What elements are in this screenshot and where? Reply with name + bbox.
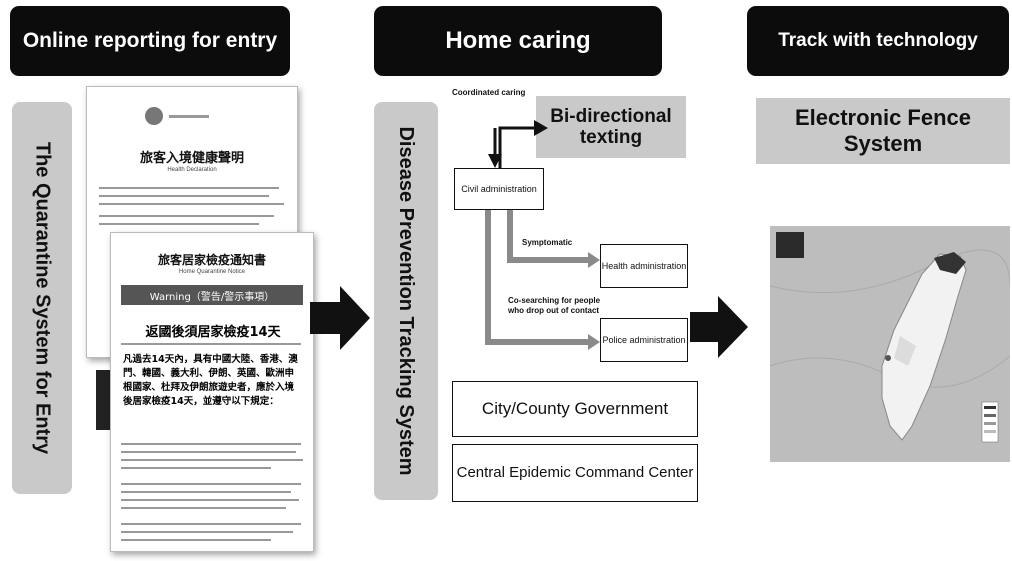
electronic-fence-map bbox=[770, 226, 1010, 462]
health-declaration-title: 旅客入境健康聲明 bbox=[139, 151, 244, 166]
health-declaration-subtitle: Health Declaration bbox=[167, 167, 217, 173]
coordinated-caring-label: Coordinated caring bbox=[452, 88, 526, 97]
central-epidemic-command-box: Central Epidemic Command Center bbox=[452, 444, 698, 502]
warning-banner: Warning（警告/警示事項） bbox=[121, 285, 303, 305]
quarantine-notice-document: 旅客居家檢疫通知書 Home Quarantine Notice Warning… bbox=[110, 232, 314, 552]
quarantine-travel-list: 凡過去14天內，具有中國大陸、香港、澳門、韓國、義大利、伊朗、英國、歐洲申根國家… bbox=[123, 354, 298, 407]
symptomatic-label: Symptomatic bbox=[522, 238, 573, 247]
tracking-system-label: Disease Prevention Tracking System bbox=[395, 126, 417, 476]
government-seal-icon bbox=[145, 107, 163, 125]
tracking-system-bar: Disease Prevention Tracking System bbox=[374, 102, 438, 500]
taiwan-map-icon bbox=[770, 226, 1010, 462]
arrow-right-icon-2 bbox=[690, 296, 748, 358]
header-track-technology-label: Track with technology bbox=[778, 30, 978, 51]
header-home-caring-label: Home caring bbox=[445, 27, 591, 54]
quarantine-heading: 返國後須居家檢疫14天 bbox=[145, 325, 281, 340]
quarantine-notice-subtitle: Home Quarantine Notice bbox=[178, 269, 246, 275]
electronic-fence-box: Electronic Fence System bbox=[756, 98, 1010, 164]
header-online-reporting-label: Online reporting for entry bbox=[22, 29, 278, 52]
city-county-government-box: City/County Government bbox=[452, 381, 698, 437]
connector-lines bbox=[485, 120, 600, 350]
header-track-technology: Track with technology bbox=[747, 6, 1009, 76]
bidirectional-texting-box: Bi-directional texting bbox=[536, 96, 686, 158]
police-administration-box: Police administration bbox=[600, 318, 688, 362]
photo-strip bbox=[96, 370, 114, 430]
cosearching-label: Co-searching for people who drop out of … bbox=[508, 296, 601, 315]
header-online-reporting: Online reporting for entry bbox=[10, 6, 290, 76]
health-administration-box: Health administration bbox=[600, 244, 688, 288]
quarantine-notice-title: 旅客居家檢疫通知書 bbox=[157, 253, 266, 267]
quarantine-system-label: The Quarantine System for Entry bbox=[31, 141, 54, 455]
civil-administration-box: Civil administration bbox=[454, 168, 544, 210]
arrow-right-icon bbox=[310, 286, 370, 350]
quarantine-system-bar: The Quarantine System for Entry bbox=[12, 102, 72, 494]
header-home-caring: Home caring bbox=[374, 6, 662, 76]
